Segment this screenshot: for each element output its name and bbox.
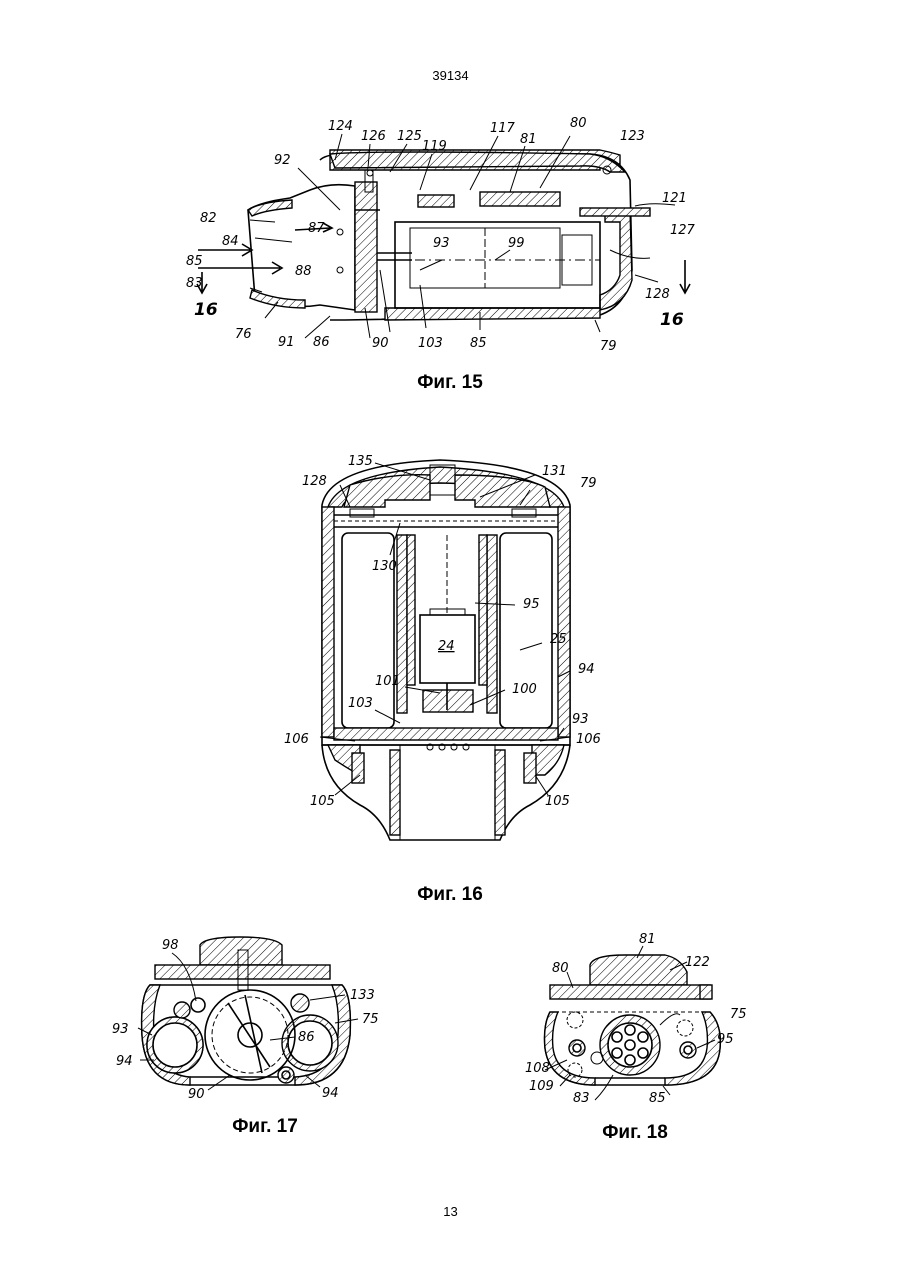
label: 79 <box>600 339 617 354</box>
label: 109 <box>529 1079 554 1094</box>
label: 87 <box>308 221 325 236</box>
label: 81 <box>639 932 656 947</box>
label: 79 <box>580 476 597 491</box>
label: 131 <box>542 464 567 479</box>
label: 93 <box>112 1022 129 1037</box>
label: 106 <box>576 732 601 747</box>
label: 25 <box>550 632 567 647</box>
figure-16-caption: Фиг. 16 <box>390 884 510 906</box>
label: 128 <box>302 474 327 489</box>
label: 133 <box>350 988 375 1003</box>
label: 75 <box>730 1007 747 1022</box>
figure-16-labels: 135 131 128 79 130 95 24 25 94 101 100 1… <box>280 445 640 855</box>
label: 93 <box>572 712 589 727</box>
label: 86 <box>313 335 330 350</box>
label: 85 <box>186 254 203 269</box>
label: 108 <box>525 1061 550 1076</box>
label: 88 <box>295 264 312 279</box>
figure-15-caption: Фиг. 15 <box>390 372 510 394</box>
label: 135 <box>348 454 373 469</box>
label: 91 <box>278 335 295 350</box>
figure-17-labels: 98 133 75 93 86 94 90 94 <box>110 935 410 1110</box>
label: 80 <box>570 116 587 131</box>
label: 75 <box>362 1012 379 1027</box>
label: 94 <box>116 1054 133 1069</box>
label: 99 <box>508 236 525 251</box>
label: 101 <box>375 674 400 689</box>
document-number: 39134 <box>0 68 901 83</box>
label: 100 <box>512 682 537 697</box>
label: 121 <box>662 191 687 206</box>
label: 105 <box>545 794 570 809</box>
label: 127 <box>670 223 696 238</box>
label: 90 <box>372 336 389 351</box>
label: 85 <box>649 1091 666 1106</box>
label: 126 <box>361 129 386 144</box>
label: 95 <box>717 1032 734 1047</box>
label: 98 <box>162 938 179 953</box>
label: 86 <box>298 1030 315 1045</box>
label: 117 <box>490 121 516 136</box>
label: 130 <box>372 559 397 574</box>
label: 76 <box>235 327 252 342</box>
label: 119 <box>422 139 447 154</box>
figure-18-labels: 81 122 80 75 95 108 109 83 85 <box>525 930 785 1110</box>
label: 16 <box>194 300 218 320</box>
label: 128 <box>645 287 670 302</box>
label: 125 <box>397 129 422 144</box>
label: 94 <box>578 662 595 677</box>
label: 105 <box>310 794 335 809</box>
label: 82 <box>200 211 217 226</box>
label: 84 <box>222 234 239 249</box>
label: 16 <box>660 310 684 330</box>
label: 123 <box>620 129 645 144</box>
label: 122 <box>685 955 710 970</box>
label: 95 <box>523 597 540 612</box>
figure-17-caption: Фиг. 17 <box>205 1116 325 1138</box>
figure-18-caption: Фиг. 18 <box>575 1122 695 1144</box>
label: 93 <box>433 236 450 251</box>
label: 24 <box>438 639 455 654</box>
label: 80 <box>552 961 569 976</box>
label: 103 <box>418 336 443 351</box>
page-number: 13 <box>0 1204 901 1219</box>
label: 124 <box>328 119 353 134</box>
figure-15-labels: 124 126 125 119 117 81 80 123 92 82 87 8… <box>180 110 700 355</box>
label: 83 <box>573 1091 590 1106</box>
label: 85 <box>470 336 487 351</box>
label: 81 <box>520 132 537 147</box>
label: 106 <box>284 732 309 747</box>
label: 94 <box>322 1086 339 1101</box>
label: 90 <box>188 1087 205 1102</box>
label: 103 <box>348 696 373 711</box>
label: 92 <box>274 153 291 168</box>
label: 83 <box>186 276 203 291</box>
